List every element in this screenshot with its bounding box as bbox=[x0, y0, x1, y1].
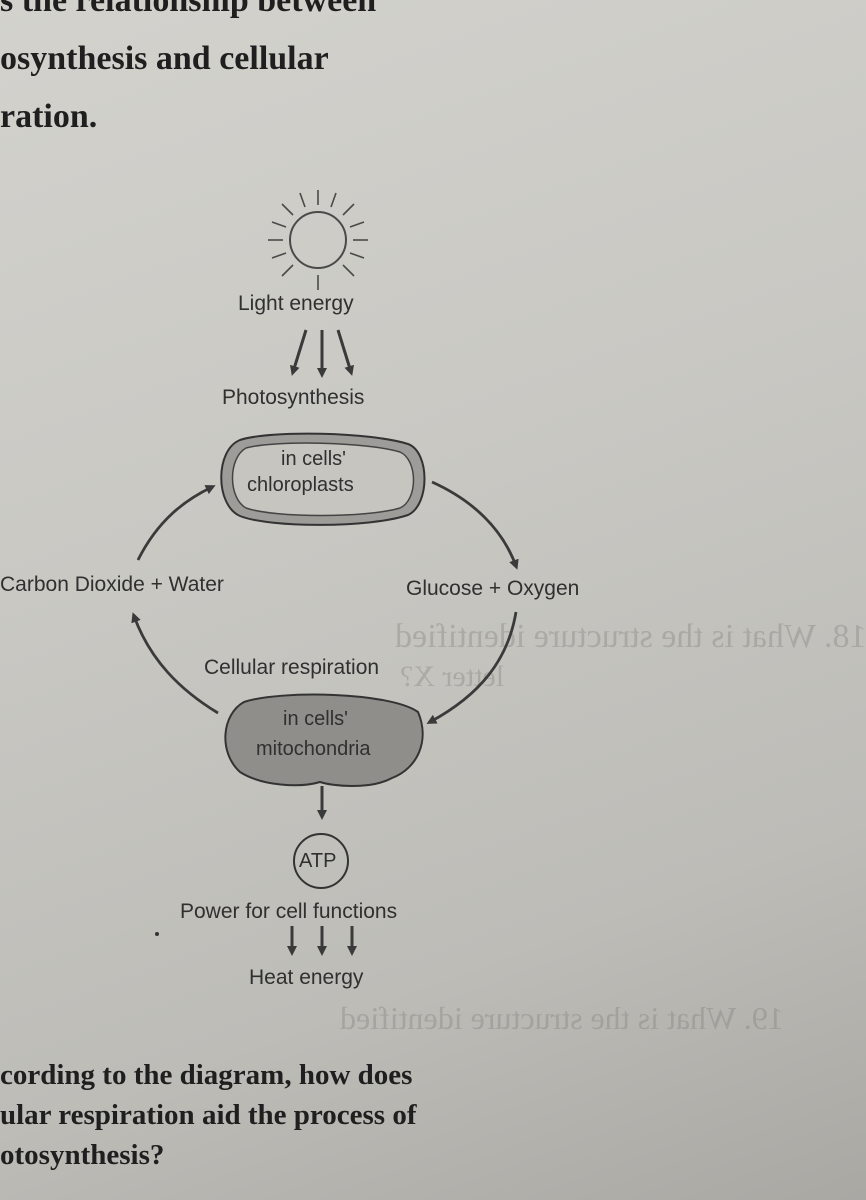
question-line-1: s the relationship between bbox=[0, 0, 377, 19]
question-line-2: osynthesis and cellular bbox=[0, 40, 329, 77]
atp-label: ATP bbox=[299, 850, 337, 872]
chloroplast-label-line-1: in cells' bbox=[281, 448, 346, 470]
light-energy-arrows bbox=[289, 329, 355, 378]
reactants-label: Carbon Dioxide + Water bbox=[0, 573, 224, 596]
chloroplast-shape bbox=[220, 432, 426, 526]
question-line-3: ration. bbox=[0, 98, 98, 135]
heat-energy-arrows bbox=[287, 926, 357, 956]
bottom-question-line-3: otosynthesis? bbox=[0, 1139, 165, 1171]
bottom-question-line-2: ular respiration aid the process of bbox=[0, 1099, 417, 1131]
mitochondria-label-line-2: mitochondria bbox=[256, 738, 371, 760]
cellular-respiration-label: Cellular respiration bbox=[204, 656, 380, 679]
light-energy-label: Light energy bbox=[238, 292, 354, 315]
products-label: Glucose + Oxygen bbox=[406, 577, 580, 600]
chloroplast-label-line-2: chloroplasts bbox=[247, 474, 354, 496]
photosynthesis-respiration-cycle-diagram bbox=[131, 190, 519, 956]
heat-energy-label: Heat energy bbox=[249, 966, 364, 989]
cycle-arrows bbox=[131, 480, 519, 724]
photosynthesis-label: Photosynthesis bbox=[222, 386, 365, 409]
ink-dot bbox=[155, 932, 159, 936]
mitochondrion-shape bbox=[224, 693, 424, 787]
bottom-question-line-1: cording to the diagram, how does bbox=[0, 1059, 413, 1091]
mitochondria-label-line-1: in cells' bbox=[283, 708, 348, 730]
atp-circle bbox=[293, 833, 349, 889]
sun-icon bbox=[268, 190, 368, 290]
power-label: Power for cell functions bbox=[180, 900, 398, 923]
